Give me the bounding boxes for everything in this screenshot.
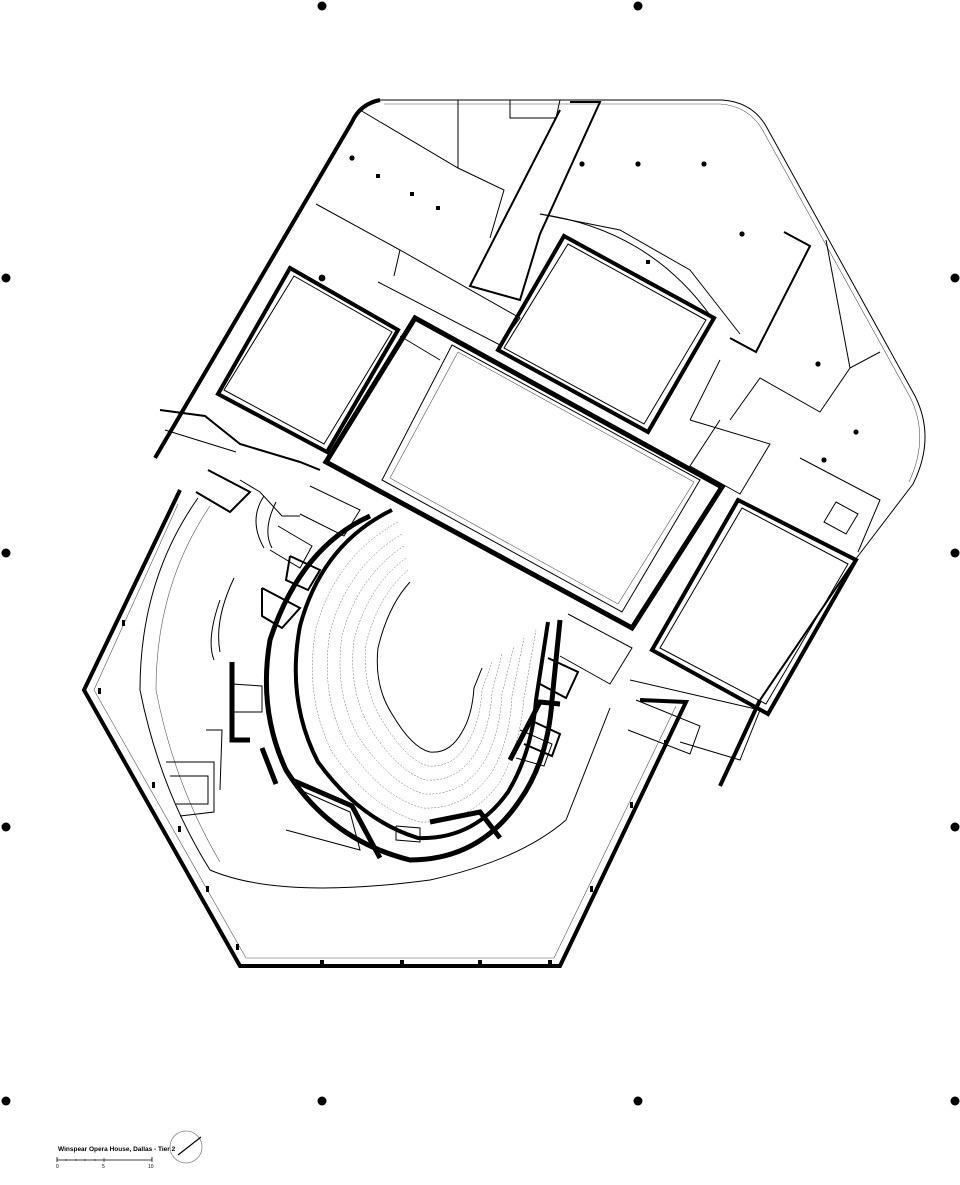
box-rooms [229,525,580,860]
lobby-outline [81,489,690,968]
scale-label-0: 0 [56,1164,59,1170]
scale-label-5: 5 [102,1164,105,1170]
upper-building-outline [153,98,926,787]
grid-columns [1,1,960,1106]
drawing-title: Winspear Opera House, Dallas - Tier 2 [58,1146,176,1153]
support-spaces [159,99,881,761]
scale-label-10: 10 [148,1164,154,1170]
backstage-rooms [215,233,859,717]
north-arrow-icon [169,1130,203,1164]
stage-house [322,314,726,632]
auditorium [263,508,563,863]
scale-bar [56,1157,153,1162]
interior-columns [318,155,859,463]
lobby-columns [98,620,667,966]
